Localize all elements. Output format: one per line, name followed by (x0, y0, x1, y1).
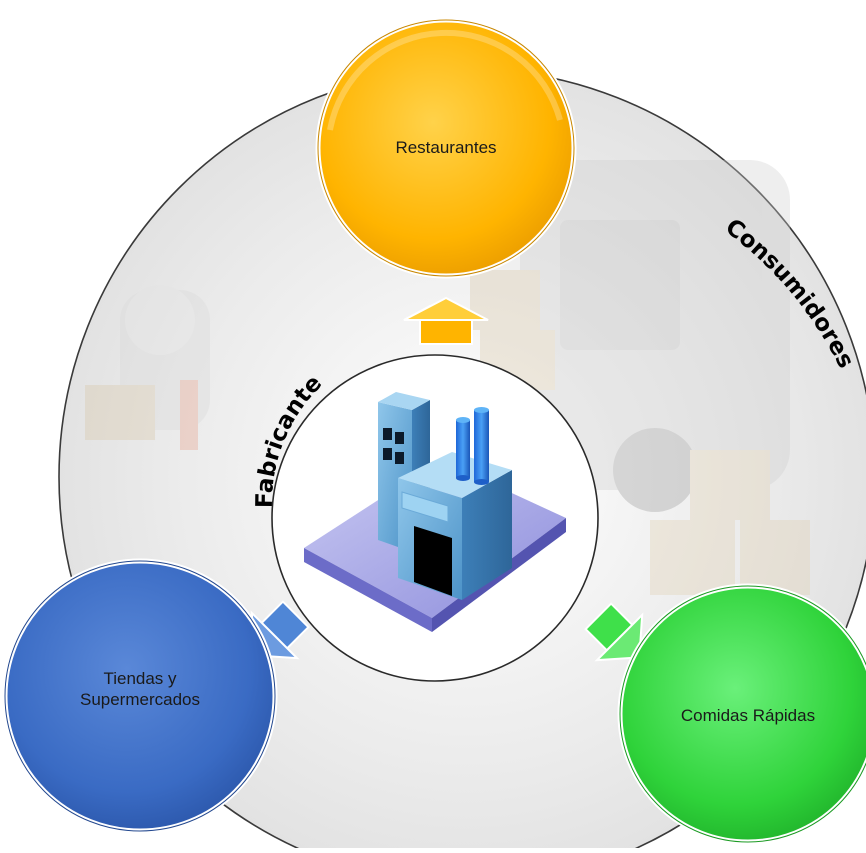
node-restaurantes (315, 17, 577, 279)
node-label-tiendas: Tiendas y Supermercados (79, 669, 200, 709)
arrow-to-comidas (584, 602, 644, 662)
node-label-comidas: Comidas Rápidas (680, 706, 816, 725)
node-comidas (617, 583, 866, 845)
factory-icon (304, 392, 566, 632)
arrow-to-restaurantes (403, 296, 489, 345)
node-tiendas (2, 558, 278, 834)
node-label-restaurantes: Restaurantes (395, 138, 497, 157)
